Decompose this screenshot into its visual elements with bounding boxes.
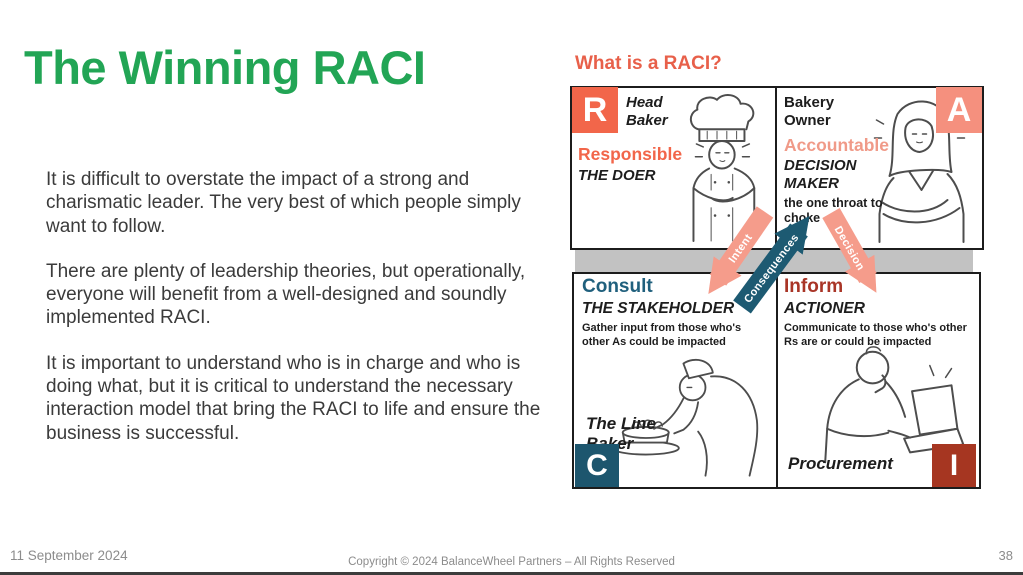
footer-copyright: Copyright © 2024 BalanceWheel Partners –…	[348, 556, 675, 568]
gray-divider-bar	[575, 250, 973, 272]
descriptor-the-doer: THE DOER	[578, 167, 656, 184]
line-baker-illustration	[611, 358, 759, 477]
footer-page-number: 38	[998, 548, 1013, 563]
note-one-throat-to-choke: the one throat to choke	[784, 196, 883, 225]
raci-diagram: R Head Baker Responsible THE DOER	[570, 86, 984, 490]
term-accountable: Accountable	[784, 135, 890, 155]
badge-responsible: R	[572, 87, 618, 133]
descriptor-actioner: ACTIONER	[784, 300, 865, 317]
bottom-edge-strip	[0, 572, 1023, 575]
diagram-heading: What is a RACI?	[575, 53, 722, 74]
bottom-quadrants-divider	[776, 274, 778, 487]
term-responsible: Responsible	[578, 144, 683, 164]
head-baker-illustration	[689, 94, 756, 243]
body-paragraph-1: It is difficult to overstate the impact …	[46, 169, 521, 237]
body-paragraph-2: There are plenty of leadership theories,…	[46, 260, 526, 329]
top-quadrants-divider	[775, 88, 777, 248]
procurement-illustration	[824, 346, 965, 464]
role-bakery-owner: Bakery Owner	[784, 94, 835, 129]
note-communicate: Communicate to those who's other Rs are …	[784, 322, 967, 348]
role-head-baker: Head Baker	[626, 94, 668, 129]
descriptor-decision-maker: DECISION MAKER	[784, 157, 857, 192]
role-procurement: Procurement	[788, 454, 893, 473]
footer-date: 11 September 2024	[10, 548, 128, 563]
body-paragraph-3: It is important to understand who is in …	[46, 352, 541, 444]
descriptor-the-stakeholder: THE STAKEHOLDER	[582, 300, 735, 317]
term-inform: Inform	[784, 276, 844, 297]
note-gather-input: Gather input from those who's other As c…	[582, 322, 742, 348]
term-consult: Consult	[582, 276, 653, 297]
badge-inform: I	[932, 444, 976, 487]
body-text-block: It is difficult to overstate the impact …	[46, 168, 546, 467]
slide-title: The Winning RACI	[24, 41, 426, 94]
badge-accountable: A	[936, 87, 982, 133]
badge-consult: C	[575, 444, 619, 487]
